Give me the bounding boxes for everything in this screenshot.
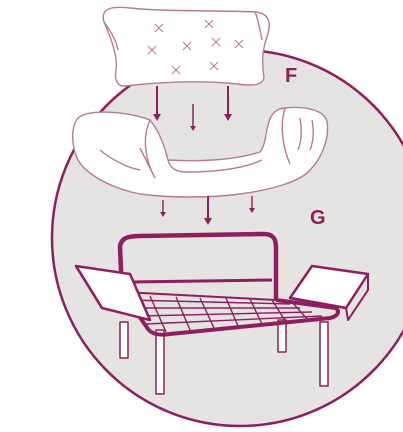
step-label-f: F — [285, 65, 297, 87]
step-label-g: G — [310, 207, 326, 229]
back-cushion-icon — [103, 7, 269, 86]
